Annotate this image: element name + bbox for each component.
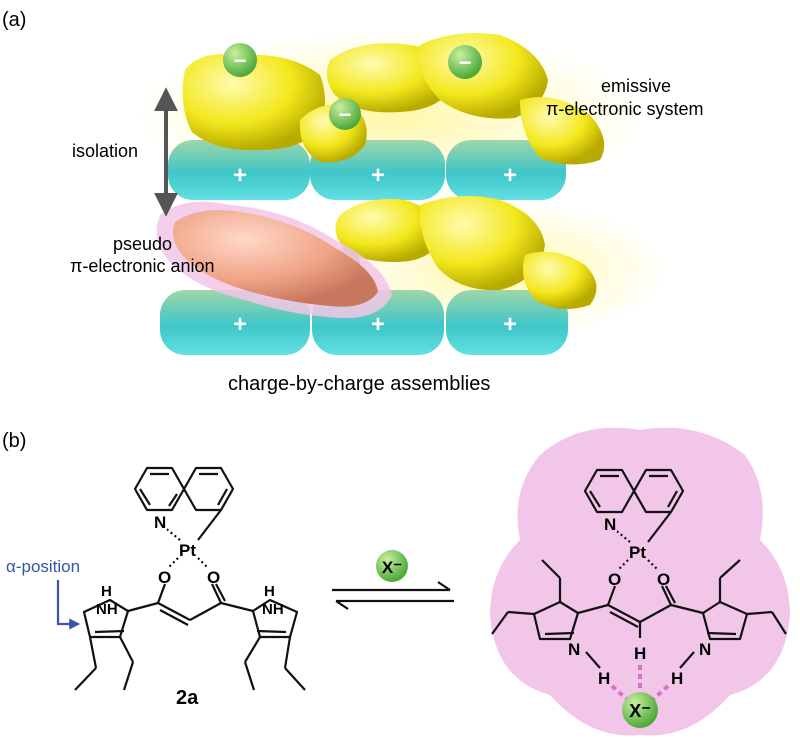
plus-sign: + xyxy=(371,311,385,338)
panel-b-label: (b) xyxy=(2,430,26,452)
anion-cluster xyxy=(335,199,440,262)
isolation-label: isolation xyxy=(72,141,138,161)
plus-sign: + xyxy=(233,311,247,338)
panel-a: (a) − xyxy=(2,9,703,395)
alpha-position-arrow xyxy=(56,580,81,630)
pyrrole-ring-left xyxy=(82,598,130,639)
cation-row-bottom xyxy=(160,290,568,355)
halide-ball xyxy=(223,43,257,77)
atom-h: H xyxy=(598,669,610,688)
atom-nh: NH xyxy=(262,601,284,618)
atom-pt: Pt xyxy=(629,543,646,562)
anion-cluster xyxy=(520,97,605,165)
atom-nh: NH xyxy=(96,601,118,618)
alpha-position-label: α-position xyxy=(6,557,80,576)
atom-o: O xyxy=(657,570,670,589)
atom-h: H xyxy=(101,583,112,600)
atom-h: H xyxy=(634,644,646,663)
minus-sign: − xyxy=(459,50,472,75)
atom-o: O xyxy=(207,568,220,587)
minus-sign: − xyxy=(339,102,352,127)
pyridine-ring xyxy=(133,466,186,512)
minus-sign: − xyxy=(234,48,247,73)
space-filling-halo xyxy=(490,427,790,736)
equilibrium-arrows: X⁻ xyxy=(332,550,454,610)
anion-cluster xyxy=(182,54,325,151)
plus-sign: + xyxy=(233,162,247,189)
compound-2a-atoms: N Pt O O H NH H NH xyxy=(96,513,284,618)
cation-plus-signs: + + + + + + xyxy=(233,162,517,338)
panel-b: (b) xyxy=(2,427,790,736)
cation-block xyxy=(446,290,568,355)
plus-sign: + xyxy=(503,311,517,338)
pseudo-anion xyxy=(156,201,392,319)
emissive-label-line2: π-electronic system xyxy=(546,99,703,119)
complex-atoms: N Pt O O H N N H H xyxy=(568,515,711,688)
pyrrole-ring-right xyxy=(701,600,749,641)
anion-layer-bottom xyxy=(335,196,597,309)
pyrrole-ring-right xyxy=(251,598,299,639)
halide-ball xyxy=(329,98,361,130)
atom-n: N xyxy=(154,513,166,532)
pseudo-label-line1: pseudo xyxy=(113,234,172,254)
atom-o: O xyxy=(158,568,171,587)
compound-2a-structure xyxy=(74,466,306,691)
atom-o: O xyxy=(608,570,621,589)
bound-halide-ball xyxy=(622,692,658,728)
halide-reagent-label: X⁻ xyxy=(382,558,402,577)
panel-a-caption: charge-by-charge assemblies xyxy=(228,373,490,395)
atom-n: N xyxy=(699,640,711,659)
atom-h: H xyxy=(264,583,275,600)
pseudo-label-line2: π-electronic anion xyxy=(70,256,215,276)
pyrrole-ring-left xyxy=(532,600,580,641)
plus-sign: + xyxy=(371,162,385,189)
compound-label: 2a xyxy=(176,687,199,709)
atom-pt: Pt xyxy=(179,541,196,560)
atom-h: H xyxy=(671,669,683,688)
bound-halide-label: X⁻ xyxy=(629,701,651,721)
emissive-label-line1: emissive xyxy=(601,76,671,96)
atom-n: N xyxy=(604,515,616,534)
halide-ball xyxy=(448,45,482,79)
halide-reagent-ball xyxy=(376,550,408,582)
anion-layer-top xyxy=(182,32,605,165)
pyridine-ring xyxy=(583,468,636,514)
plus-sign: + xyxy=(503,162,517,189)
cation-block xyxy=(446,140,566,200)
anion-complex: X⁻ N Pt O O H N N H H xyxy=(490,427,790,736)
pseudo-anion-body xyxy=(172,209,378,307)
cation-block xyxy=(168,140,310,200)
anion-cluster xyxy=(522,251,597,309)
atom-n: N xyxy=(568,640,580,659)
anion-cluster xyxy=(419,196,545,291)
panel-a-label: (a) xyxy=(2,9,26,31)
